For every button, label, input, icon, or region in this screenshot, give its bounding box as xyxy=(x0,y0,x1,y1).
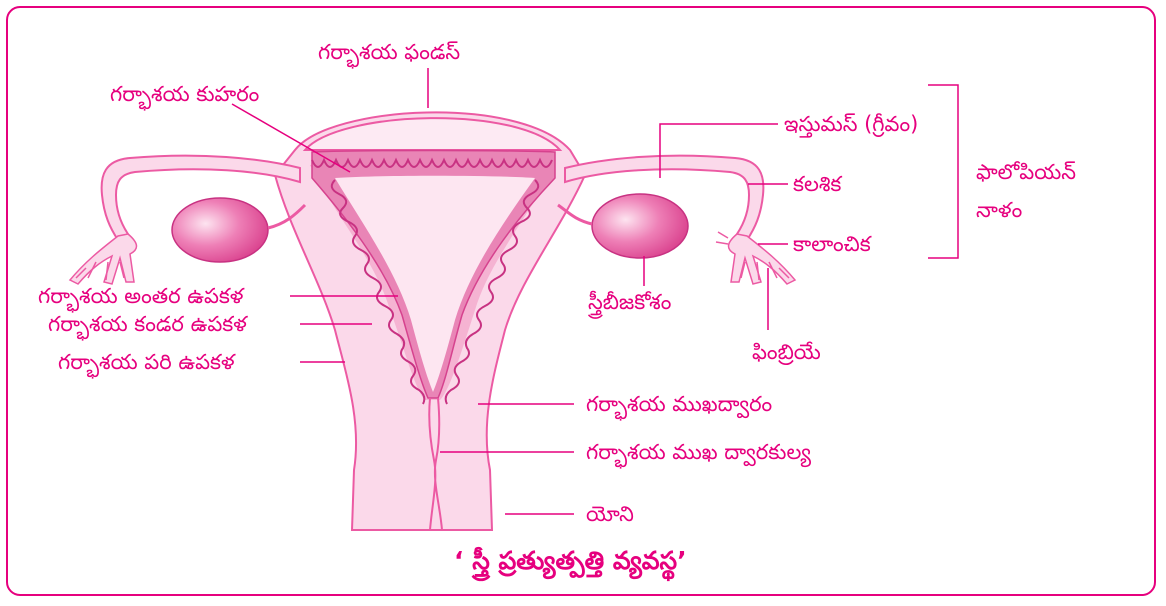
label-ampulla: కలశిక xyxy=(793,172,841,196)
label-fallopian-tube: ఫాలోపియన్ xyxy=(976,160,1076,184)
label-myometrium: గర్భాశయ కండర ఉపకళ xyxy=(48,312,247,336)
label-infundibulum: కాలాంచిక xyxy=(793,232,871,256)
label-perimetrium: గర్భాశయ పరి ఉపకళ xyxy=(58,350,235,374)
label-fundus: గర్భాశయ ఫండస్ xyxy=(318,40,460,64)
left-ovary xyxy=(172,198,268,262)
label-uterine-cavity: గర్భాశయ కుహరం xyxy=(110,82,259,106)
right-fimbriae xyxy=(716,232,795,284)
figure-caption: ‘ స్త్రీ ప్రత్యుత్పత్తి వ్యవస్థ’ xyxy=(454,546,687,582)
label-ovary: స్త్రీబీజకోశం xyxy=(588,290,671,314)
label-vagina: యోని xyxy=(586,502,634,526)
right-ovary xyxy=(592,194,688,258)
label-endometrium: గర్భాశయ అంతర ఉపకళ xyxy=(38,284,243,308)
label-isthmus: ఇస్తుమస్ (గ్రీవం) xyxy=(784,112,918,136)
left-fimbriae xyxy=(70,234,137,284)
label-fimbriae: ఫింబ్రియే xyxy=(752,340,821,364)
label-cervical-canal: గర్భాశయ ముఖ ద్వారకుల్య xyxy=(586,440,811,464)
label-cervix: గర్భాశయ ముఖద్వారం xyxy=(586,392,772,416)
label-fallopian-tube-2: నాళం xyxy=(976,198,1022,222)
